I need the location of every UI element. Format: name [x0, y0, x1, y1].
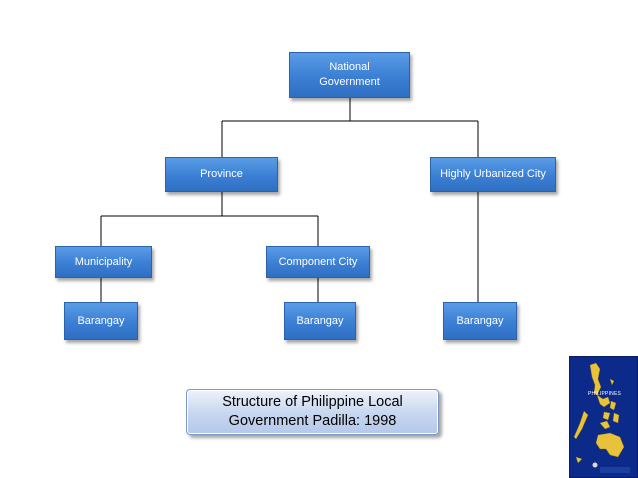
map-label: PHILIPPINES [588, 391, 622, 397]
node-component-city-label: Component City [278, 255, 358, 268]
node-barangay-huc: Barangay [443, 302, 517, 340]
node-barangay-municipality-label: Barangay [77, 314, 125, 327]
node-national-government: National Government [289, 52, 410, 98]
node-barangay-component-city-label: Barangay [296, 314, 344, 327]
node-barangay-component-city: Barangay [284, 302, 356, 340]
node-barangay-huc-label: Barangay [456, 314, 504, 327]
node-barangay-municipality: Barangay [64, 302, 138, 340]
node-municipality-label: Municipality [74, 255, 133, 268]
node-highly-urbanized-city: Highly Urbanized City [430, 157, 556, 192]
caption-text: Structure of Philippine Local Government… [222, 394, 403, 429]
node-province: Province [165, 157, 278, 192]
node-province-label: Province [200, 168, 243, 180]
map-islands [573, 362, 630, 473]
caption-box: Structure of Philippine Local Government… [186, 389, 439, 435]
node-municipality: Municipality [55, 246, 152, 278]
node-component-city: Component City [266, 246, 370, 278]
philippines-map-image: PHILIPPINES [569, 356, 638, 478]
node-national-government-label: National Government [319, 61, 380, 88]
node-highly-urbanized-city-label: Highly Urbanized City [440, 168, 546, 180]
